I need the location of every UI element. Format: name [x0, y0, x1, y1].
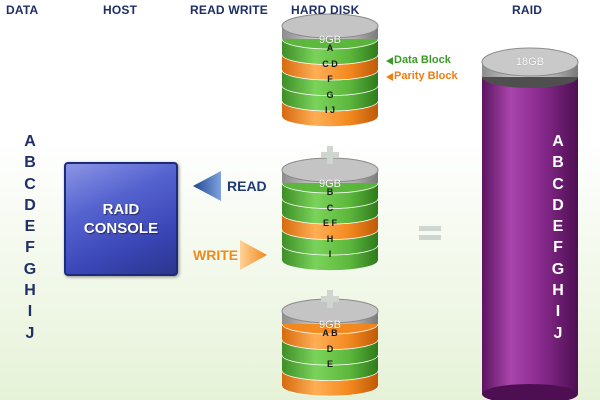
data-letter-list: A B C D E F G H I J [18, 131, 42, 344]
raid-letter: B [552, 154, 564, 172]
slice-label: A B [322, 328, 338, 338]
data-letter: D [24, 196, 36, 214]
disk-2-capacity: 9GB [318, 178, 341, 190]
header-hard-disk: HARD DISK [291, 3, 360, 17]
raid-letter: J [553, 324, 563, 342]
hard-disk-stacks [281, 13, 379, 397]
raid-letter: D [552, 196, 564, 214]
data-letter: H [24, 282, 36, 300]
data-letter: F [25, 239, 35, 257]
hard-disk-3 [281, 298, 379, 397]
data-letter: C [24, 175, 36, 193]
disk-cap [281, 13, 379, 39]
read-label: READ [227, 178, 267, 194]
plus-icon [321, 290, 339, 308]
header-host: HOST [103, 3, 138, 17]
raid-letter: F [553, 239, 563, 257]
legend-data-block: Data Block [394, 54, 451, 66]
raid-letter-list: A B C D E F G H I J [546, 131, 570, 344]
data-letter: E [24, 218, 36, 236]
raid-letter: G [551, 260, 565, 278]
disk-3-capacity: 9GB [318, 319, 341, 331]
slice-label: I [328, 249, 332, 259]
hard-disk-1 [281, 13, 379, 127]
header-data: DATA [6, 3, 39, 17]
slice-label: E [326, 359, 333, 369]
data-letter: G [23, 260, 37, 278]
data-letter: B [24, 154, 36, 172]
slice-label: C D [322, 58, 338, 69]
equals-icon [419, 226, 441, 240]
slice-label: D [326, 343, 334, 354]
slice-label: G [326, 89, 334, 100]
slice-label: B [326, 187, 334, 197]
raid-letter: I [555, 303, 561, 321]
legend-parity-block: Parity Block [394, 70, 458, 82]
console-line-2: CONSOLE [83, 220, 159, 237]
disk-1-capacity: 9GB [318, 34, 341, 46]
data-letter: A [24, 133, 36, 150]
read-arrow-icon [193, 171, 221, 201]
slice-label: E F [322, 218, 337, 228]
raid-letter: E [552, 218, 564, 236]
disk-cap [281, 298, 379, 324]
write-arrow-icon [240, 240, 267, 270]
plus-icon [321, 146, 339, 164]
parity-block-marker-icon [386, 73, 393, 81]
raid-letter: H [552, 282, 564, 300]
raid-capacity: 18GB [515, 56, 545, 68]
console-line-1: RAID [102, 201, 140, 218]
data-letter: I [27, 303, 33, 321]
raid-console-box: RAID CONSOLE [64, 162, 178, 276]
raid-letter: A [552, 133, 564, 150]
slice-label: F [327, 74, 333, 84]
slice-label: A [326, 43, 334, 53]
raid-cylinder [481, 47, 579, 400]
header-raid: RAID [512, 3, 543, 17]
header-read-write: READ WRITE [190, 3, 268, 17]
hard-disk-2 [281, 157, 379, 271]
raid-letter: C [552, 175, 564, 193]
data-block-marker-icon [386, 57, 393, 65]
slice-label: H [326, 233, 334, 244]
slice-label: I J [324, 105, 335, 115]
slice-label: C [326, 202, 334, 213]
write-label: WRITE [193, 247, 239, 263]
data-letter: J [25, 324, 35, 342]
